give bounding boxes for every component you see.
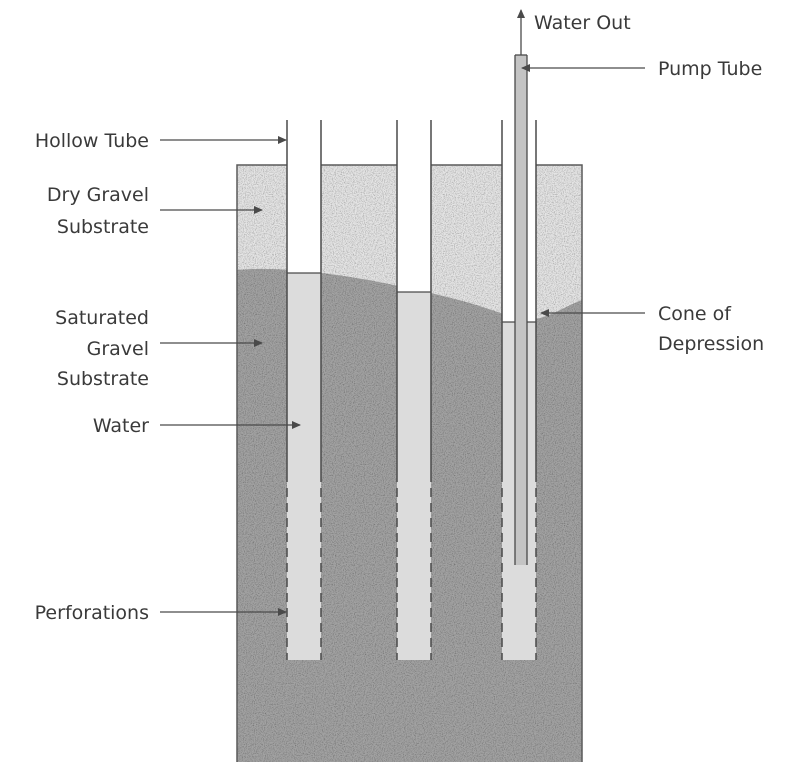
label-hollow-tube: Hollow Tube (35, 130, 149, 152)
label-perforations: Perforations (35, 602, 149, 624)
label-saturated-1: Saturated (55, 307, 149, 329)
leader-lines (160, 64, 645, 616)
label-dry-gravel-2: Substrate (57, 216, 149, 238)
pump-tube-body (515, 55, 527, 565)
pump-tube (514, 54, 528, 565)
label-water-out: Water Out (534, 12, 631, 34)
label-dry-gravel-1: Dry Gravel (47, 184, 149, 206)
label-cone-1: Cone of (658, 303, 732, 325)
label-water: Water (93, 415, 149, 437)
hollow-tube-1 (286, 120, 322, 660)
label-pump-tube: Pump Tube (658, 58, 762, 80)
hollow-tube-3 (501, 54, 537, 660)
tube-1-empty (287, 120, 321, 273)
tube-2-empty (397, 120, 431, 292)
labels: Water Out Pump Tube Hollow Tube Dry Grav… (35, 12, 765, 624)
tube-2-water (397, 292, 431, 660)
label-saturated-3: Substrate (57, 368, 149, 390)
hollow-tube-2 (396, 120, 432, 660)
label-saturated-2: Gravel (87, 338, 149, 360)
tube-1-water (287, 273, 321, 660)
label-cone-2: Depression (658, 333, 764, 355)
